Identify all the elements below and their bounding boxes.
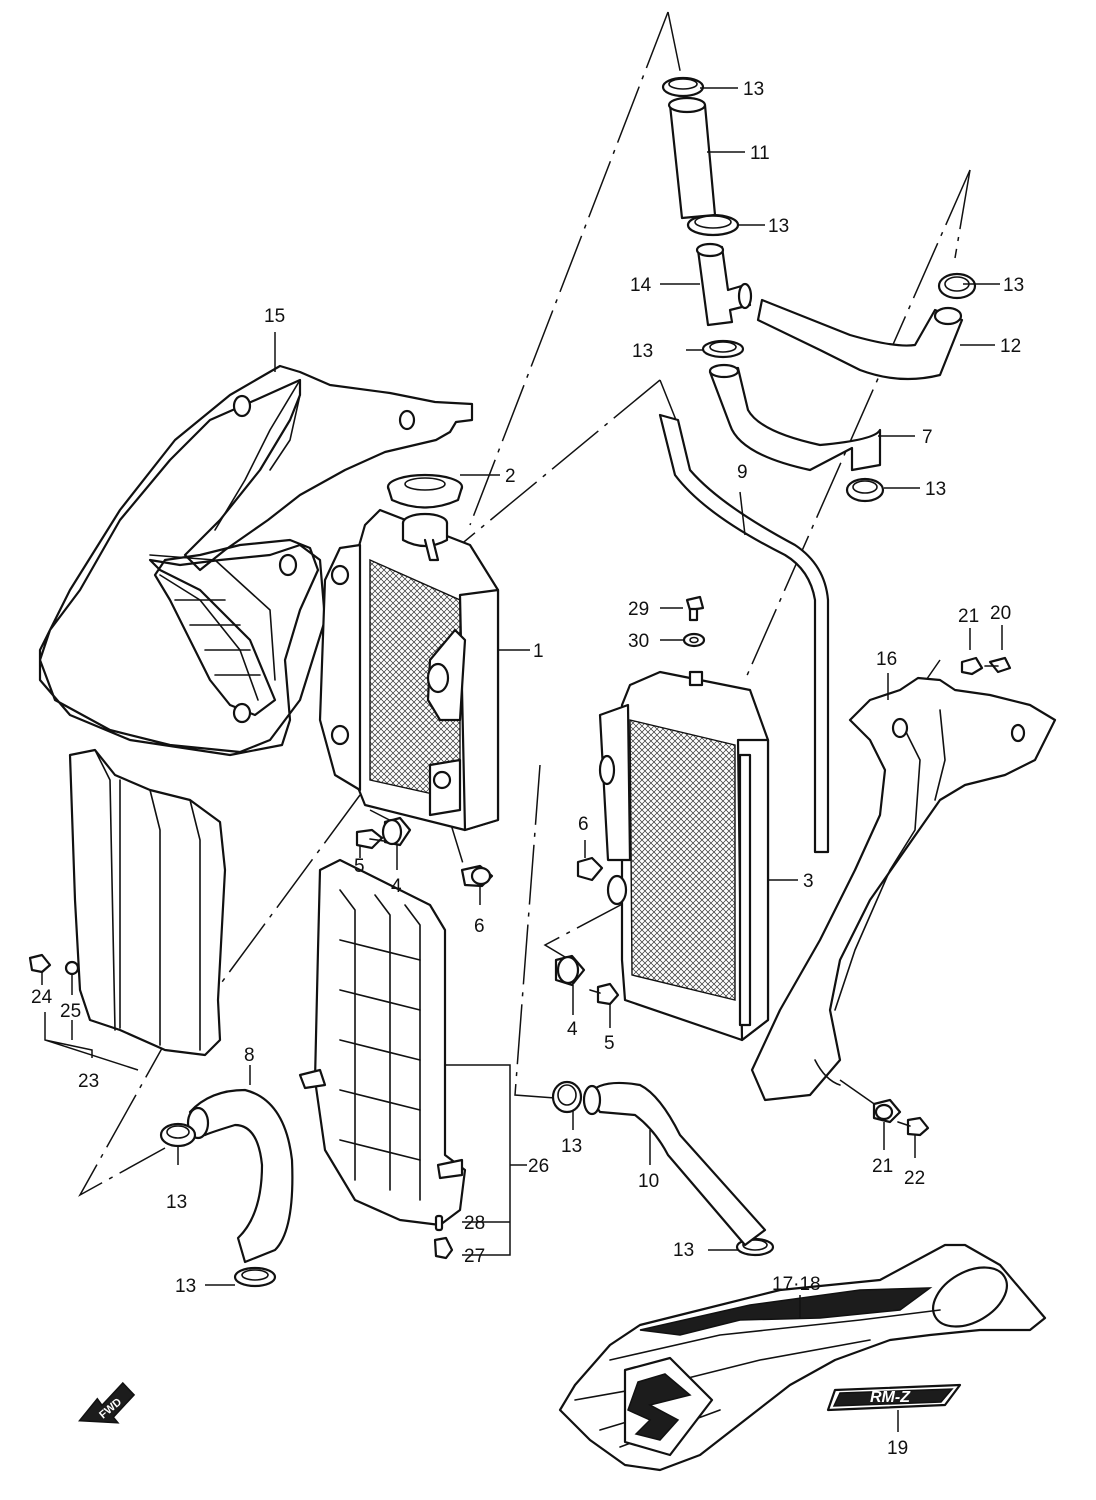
callout-6-left: 6 [474, 916, 485, 937]
callout-5-right: 5 [604, 1033, 615, 1054]
callout-13-right-upper: 13 [1003, 275, 1024, 296]
callout-13-top: 13 [743, 79, 764, 100]
callout-11: 11 [750, 143, 770, 164]
callout-28: 28 [464, 1213, 485, 1234]
callout-13-hose12-end: 13 [673, 1240, 694, 1261]
callout-1: 1 [533, 641, 544, 662]
callout-29: 29 [628, 599, 649, 620]
callout-6-right: 6 [578, 814, 589, 835]
left-lower-hose [186, 1088, 294, 1264]
callout-30: 30 [628, 631, 649, 652]
callout-16: 16 [876, 649, 897, 670]
callout-12: 10 [638, 1171, 659, 1192]
left-radiator-guard [28, 748, 227, 1057]
rmz-logo-text: RM-Z [870, 1389, 911, 1406]
lower-shroud-decal [558, 1243, 1047, 1472]
right-radiator [598, 670, 770, 1042]
leader-lines [41, 87, 1003, 1432]
grille-fasteners [433, 1214, 454, 1260]
callout-21-top: 21 [958, 606, 979, 627]
right-upper-hose [756, 298, 964, 381]
callout-15: 15 [264, 306, 285, 327]
callout-26: 26 [528, 1156, 549, 1177]
callout-3: 3 [803, 871, 814, 892]
right-mount-hardware [554, 856, 620, 1006]
callout-23: 23 [78, 1071, 99, 1092]
hose-clamp-right-upper [937, 272, 977, 300]
callout-24: 24 [31, 987, 53, 1008]
callout-8: 8 [244, 1045, 255, 1066]
callout-19: 19 [887, 1438, 908, 1459]
long-bypass-hose [658, 413, 830, 854]
radiator-louver-grille [298, 858, 467, 1227]
callout-5-left: 5 [354, 856, 365, 877]
fwd-arrow: FWD [77, 1381, 136, 1424]
callout-4-left: 4 [391, 876, 402, 897]
callout-10: 12 [1000, 336, 1021, 357]
callout-7: 7 [922, 427, 933, 448]
left-radiator-shroud [38, 364, 474, 757]
hose-tee-joint [695, 242, 753, 327]
callout-20: 20 [990, 603, 1011, 624]
hose-clamp-left-lower [159, 1122, 197, 1148]
callout-4-right: 4 [567, 1019, 578, 1040]
hose-clamp-hose12-top [551, 1080, 583, 1114]
callout-25: 25 [60, 1001, 81, 1022]
callout-13-left-lower: 13 [166, 1192, 187, 1213]
rmz-emblem: RM-Z [826, 1383, 962, 1412]
mid-hose [708, 363, 882, 472]
right-radiator-shroud [750, 676, 1057, 1102]
bolt-and-washer [682, 595, 706, 648]
callout-13-hose12-top: 13 [561, 1136, 582, 1157]
callout-13-tee: 13 [632, 341, 653, 362]
hose-clamps [159, 76, 977, 1288]
callout-9: 9 [737, 462, 748, 483]
callout-17-18: 17·18 [772, 1274, 821, 1295]
left-mount-hardware [355, 816, 494, 888]
callout-13-mid: 13 [768, 216, 789, 237]
hose-clamp-mid [686, 213, 740, 237]
left-radiator [318, 508, 500, 832]
hose-clamp-tee [701, 339, 745, 359]
right-lower-hose [582, 1081, 767, 1247]
hose-clamp-hose7 [845, 477, 885, 503]
radiator-cap [386, 473, 464, 509]
callout-27: 27 [464, 1246, 485, 1267]
callout-14: 14 [630, 275, 652, 296]
callout-22: 22 [904, 1168, 925, 1189]
callout-13-hose7: 13 [925, 479, 946, 500]
upper-straight-hose [667, 96, 717, 220]
callout-2: 2 [505, 466, 516, 487]
hose-clamp-top [661, 76, 705, 98]
callout-labels: 13 11 13 14 13 13 12 7 9 13 15 2 1 29 30… [31, 79, 1024, 1459]
callout-13-hose8-end: 13 [175, 1276, 196, 1297]
shroud-hardware [872, 656, 1012, 1137]
callout-21-bottom: 21 [872, 1156, 893, 1177]
hose-clamp-hose8-end [233, 1266, 277, 1288]
